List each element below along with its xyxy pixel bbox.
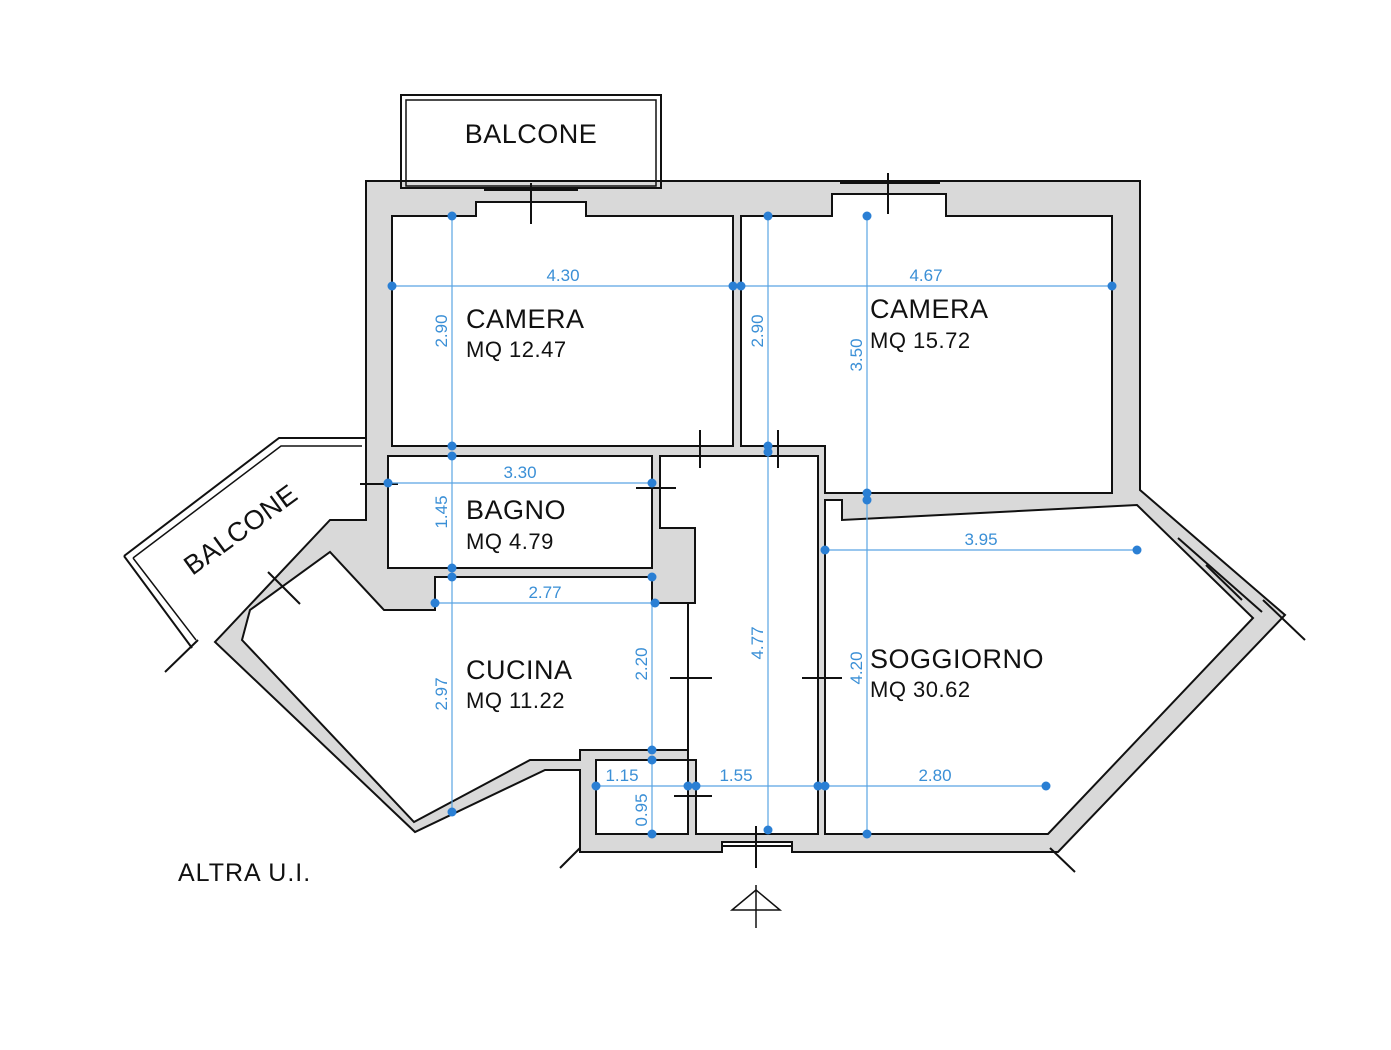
room-camera-1 bbox=[391, 201, 734, 447]
balcony-top-label: BALCONE bbox=[465, 119, 598, 149]
dim-cucina-width: 2.77 bbox=[528, 583, 561, 602]
dimension-points bbox=[383, 211, 1142, 839]
dim-bagno-depth: 1.45 bbox=[432, 495, 451, 528]
room-area: MQ 30.62 bbox=[870, 677, 971, 702]
window-frame bbox=[1177, 537, 1263, 613]
dim-soggiorno-width-a: 3.95 bbox=[964, 530, 997, 549]
room-cucina bbox=[240, 550, 689, 824]
window-mark bbox=[1205, 564, 1243, 601]
dimension-labels: 4.30 4.67 2.90 2.90 3.50 3.30 1.45 2.77 … bbox=[432, 266, 998, 827]
dim-ripostiglio-width: 1.15 bbox=[605, 766, 638, 785]
balcony-left-outer bbox=[123, 437, 366, 649]
room-name: BAGNO bbox=[466, 495, 566, 525]
dim-soggiorno-depth: 4.20 bbox=[847, 651, 866, 684]
rooms bbox=[240, 193, 1255, 835]
dim-camera1-width: 4.30 bbox=[546, 266, 579, 285]
openings bbox=[164, 173, 1306, 873]
other-unit-label: ALTRA U.I. bbox=[178, 859, 311, 887]
room-area: MQ 11.22 bbox=[466, 688, 565, 713]
room-area: MQ 12.47 bbox=[466, 337, 567, 362]
room-name: CAMERA bbox=[466, 304, 585, 334]
dimension-lines bbox=[388, 216, 1137, 834]
room-name: CUCINA bbox=[466, 655, 573, 685]
entrance-arrow-icon bbox=[729, 885, 783, 928]
room-bagno bbox=[387, 455, 653, 569]
wall-end bbox=[164, 639, 199, 673]
dim-hall-length: 4.77 bbox=[748, 626, 767, 659]
dim-hall-width: 1.55 bbox=[719, 766, 752, 785]
dim-ripostiglio-depth: 0.95 bbox=[632, 793, 651, 826]
balcony-left-inner bbox=[132, 445, 362, 641]
window-mark bbox=[267, 571, 301, 605]
dim-camera2-width: 4.67 bbox=[909, 266, 942, 285]
room-ripostiglio bbox=[595, 759, 689, 835]
room-camera-2 bbox=[740, 193, 1113, 494]
room-area: MQ 4.79 bbox=[466, 529, 554, 554]
wall-end bbox=[559, 847, 581, 869]
dim-soggiorno-width-b: 2.80 bbox=[918, 766, 951, 785]
dim-cucina-depth-b: 2.97 bbox=[432, 677, 451, 710]
dim-bagno-width: 3.30 bbox=[503, 463, 536, 482]
dim-camera2-depth-a: 2.90 bbox=[748, 314, 767, 347]
room-name: CAMERA bbox=[870, 294, 989, 324]
balconies bbox=[123, 94, 662, 649]
wall-end bbox=[1262, 599, 1306, 641]
room-soggiorno bbox=[824, 499, 1255, 835]
room-area: MQ 15.72 bbox=[870, 328, 971, 353]
dim-cucina-depth-a: 2.20 bbox=[632, 647, 651, 680]
dim-camera1-depth: 2.90 bbox=[432, 314, 451, 347]
room-name: SOGGIORNO bbox=[870, 644, 1044, 674]
wall-end bbox=[1049, 847, 1076, 873]
dim-camera2-depth-b: 3.50 bbox=[847, 338, 866, 371]
balcony-left-label: BALCONE bbox=[178, 479, 303, 581]
